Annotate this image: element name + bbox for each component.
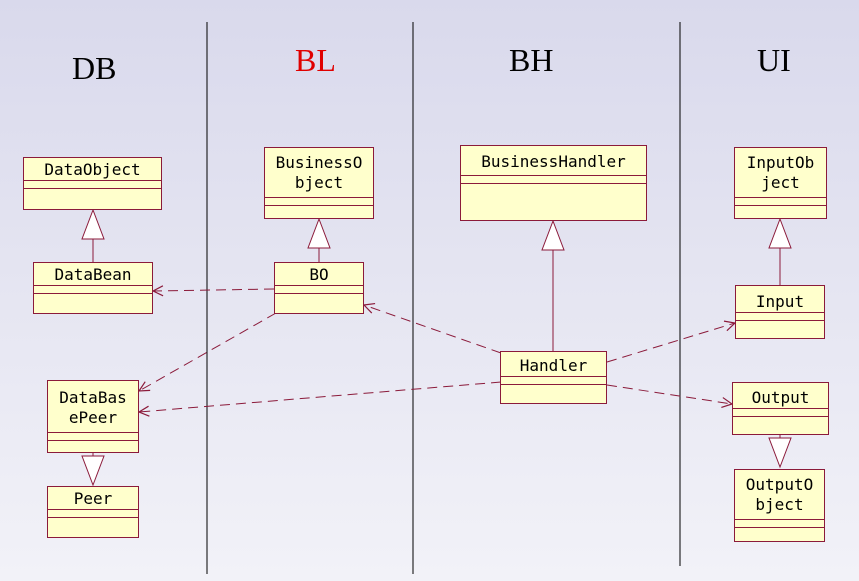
class-output[interactable]: Output (732, 382, 829, 435)
operations-compartment (48, 441, 138, 448)
attributes-compartment (265, 198, 373, 206)
class-name: BusinessHandler (461, 146, 646, 176)
class-name: InputOb ject (735, 148, 826, 198)
generalization-arrowhead (541, 219, 565, 251)
class-name: OutputO bject (735, 470, 824, 520)
operations-compartment (275, 294, 363, 301)
operations-compartment (34, 294, 152, 301)
class-peer[interactable]: Peer (47, 486, 139, 538)
class-name: Output (733, 383, 828, 409)
class-name: BO (275, 263, 363, 286)
operations-compartment (501, 385, 606, 392)
generalization-arrowhead (81, 208, 105, 240)
attributes-compartment (735, 198, 826, 206)
operations-compartment (24, 189, 161, 196)
dependency-bo-databean (153, 289, 275, 291)
attributes-compartment (275, 286, 363, 294)
generalization-arrowhead (81, 455, 105, 487)
class-databasepeer[interactable]: DataBas ePeer (47, 380, 139, 453)
class-name: DataObject (24, 158, 161, 181)
class-name: DataBean (34, 263, 152, 286)
attributes-compartment (461, 176, 646, 184)
dependency-handler-output (606, 384, 732, 404)
class-databean[interactable]: DataBean (33, 262, 153, 314)
dependency-handler-databasepeer (139, 381, 502, 412)
operations-compartment (265, 206, 373, 213)
generalization-arrowhead (768, 217, 792, 249)
attributes-compartment (48, 433, 138, 441)
attributes-compartment (735, 520, 824, 528)
operations-compartment (48, 518, 138, 525)
class-bo[interactable]: BO (274, 262, 364, 314)
operations-compartment (736, 321, 824, 328)
class-handler[interactable]: Handler (500, 351, 607, 404)
operations-compartment (735, 528, 824, 535)
class-name: Handler (501, 352, 606, 377)
dependency-handler-bo (364, 305, 502, 354)
lane-title-bl: BL (295, 42, 336, 78)
operations-compartment (733, 417, 828, 424)
lane-title-ui: UI (757, 42, 791, 78)
attributes-compartment (34, 286, 152, 294)
class-name: DataBas ePeer (48, 381, 138, 433)
dependency-bo-databasepeer (139, 312, 277, 391)
attributes-compartment (24, 181, 161, 189)
lane-title-db: DB (72, 50, 117, 86)
operations-compartment (461, 184, 646, 222)
lane-title-bh: BH (509, 42, 554, 78)
class-name: Input (736, 286, 824, 313)
class-businesshandler[interactable]: BusinessHandler (460, 145, 647, 221)
attributes-compartment (48, 510, 138, 518)
class-name: BusinessO bject (265, 148, 373, 198)
generalization-arrowhead (768, 437, 792, 469)
attributes-compartment (736, 313, 824, 321)
class-dataobject[interactable]: DataObject (23, 157, 162, 210)
operations-compartment (735, 206, 826, 213)
class-outputobject[interactable]: OutputO bject (734, 469, 825, 542)
attributes-compartment (733, 409, 828, 417)
class-inputobject[interactable]: InputOb ject (734, 147, 827, 219)
dependency-handler-input (606, 323, 735, 363)
class-businessobject[interactable]: BusinessO bject (264, 147, 374, 219)
class-input[interactable]: Input (735, 285, 825, 339)
attributes-compartment (501, 377, 606, 385)
class-name: Peer (48, 487, 138, 510)
generalization-arrowhead (307, 217, 331, 249)
